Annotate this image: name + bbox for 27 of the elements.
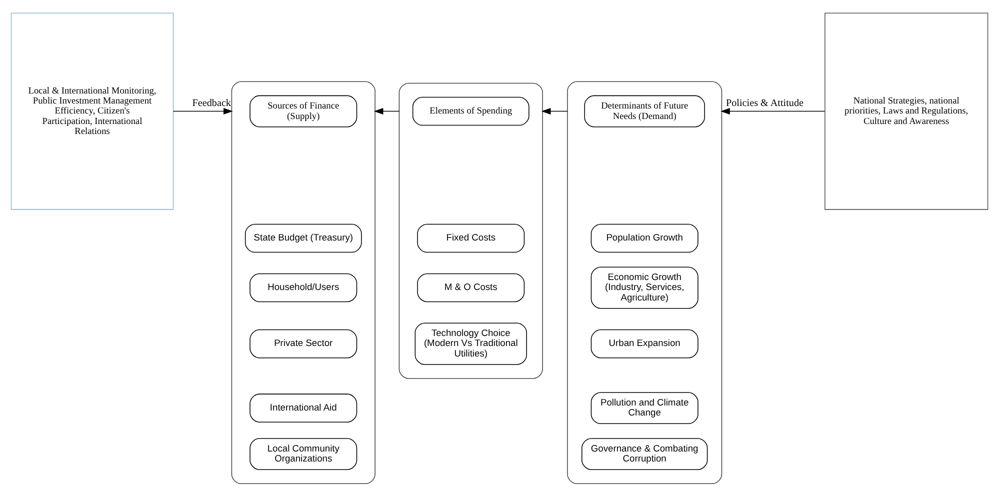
arrow (541, 108, 568, 115)
node-box: Governance & Combating Corruption (582, 438, 708, 470)
cluster (567, 81, 722, 484)
node-box: State Budget (Treasury) (244, 224, 362, 253)
edge-label: Feedback (192, 98, 232, 110)
edge-label: Policies & Attitude (726, 98, 804, 110)
cluster (398, 82, 543, 379)
node-box: Population Growth (590, 224, 698, 253)
cluster (231, 81, 376, 484)
node-box: Economic Growth (Industry, Services, Agriculture) (590, 266, 698, 309)
node-box: Urban Expansion (590, 329, 698, 358)
node-box: Determinants of Future Needs (Demand) (584, 95, 705, 128)
node-box: Pollution and Climate Change (590, 392, 698, 424)
node-box: Technology Choice (Modern Vs Traditional Utilities) (414, 322, 527, 365)
node-box: National Strategies, national priorities, Laws and Regulations, Culture and Awareness (824, 12, 988, 210)
arrow (720, 108, 826, 115)
arrow (374, 108, 400, 115)
node-box: International Aid (250, 394, 358, 422)
node-box: Sources of Finance (Supply) (250, 95, 358, 128)
node-box: Private Sector (250, 329, 358, 358)
node-box: Household/Users (250, 273, 358, 302)
node-box: M & O Costs (417, 273, 525, 302)
arrow (172, 108, 233, 115)
node-box: Local & International Monitoring, Public Investment Management Efficiency, Citizen's Participation, International Relations (10, 12, 174, 210)
node-box: Elements of Spending (412, 96, 530, 126)
node-box: Local Community Organizations (250, 438, 358, 470)
node-box: Fixed Costs (417, 224, 525, 253)
